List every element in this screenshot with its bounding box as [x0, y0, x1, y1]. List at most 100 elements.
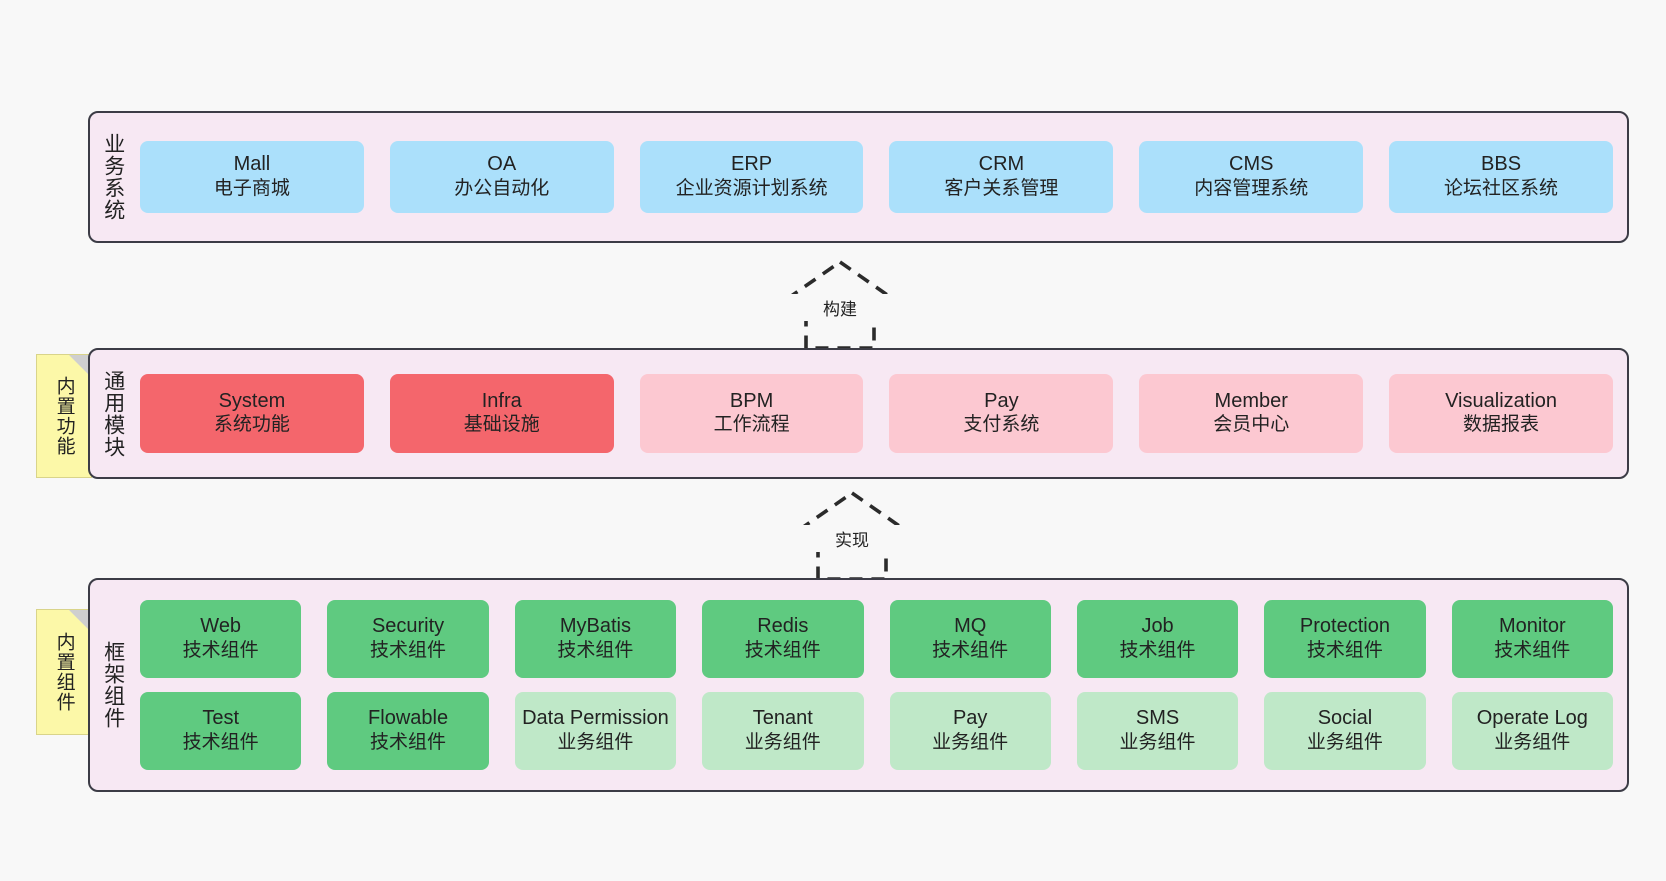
layer-body-framework: Web 技术组件 Security 技术组件 MyBatis 技术组件 Redi…: [136, 580, 1627, 790]
cell-subtitle: 业务组件: [1306, 731, 1383, 753]
cell-title: Member: [1214, 389, 1288, 412]
cell-social[interactable]: Social 业务组件: [1264, 692, 1426, 770]
cell-erp[interactable]: ERP 企业资源计划系统: [639, 141, 864, 213]
cell-subtitle: 技术组件: [1119, 639, 1196, 661]
arrow-label-build: 构建: [755, 294, 925, 321]
cell-flowable[interactable]: Flowable 技术组件: [327, 692, 489, 770]
cell-subtitle: 业务组件: [744, 731, 821, 753]
cell-sms[interactable]: SMS 业务组件: [1076, 692, 1239, 770]
arrow-build: 构建: [755, 258, 925, 350]
cell-test[interactable]: Test 技术组件: [140, 692, 302, 770]
cell-title: Social: [1317, 707, 1373, 730]
cell-subtitle: 技术组件: [1494, 639, 1571, 661]
cell-oa[interactable]: OA 办公自动化: [389, 141, 614, 213]
cell-subtitle: 技术组件: [182, 639, 259, 661]
layer-common-modules: 通用模块 System 系统功能 Infra 基础设施 BPM 工作流程 Pay…: [88, 348, 1629, 479]
cell-title: Flowable: [368, 707, 449, 730]
cell-title: System: [218, 389, 286, 412]
cell-subtitle: 技术组件: [932, 639, 1009, 661]
cell-subtitle: 论坛社区系统: [1444, 177, 1559, 199]
cell-mall[interactable]: Mall 电子商城: [140, 141, 364, 213]
cell-title: Job: [1141, 615, 1174, 638]
cell-title: MQ: [954, 615, 987, 638]
cell-subtitle: 业务组件: [1119, 731, 1196, 753]
cell-redis[interactable]: Redis 技术组件: [702, 600, 864, 678]
cell-title: Operate Log: [1476, 707, 1588, 730]
cell-title: BPM: [729, 389, 774, 412]
cell-member[interactable]: Member 会员中心: [1139, 374, 1364, 453]
cell-crm[interactable]: CRM 客户关系管理: [889, 141, 1114, 213]
row: System 系统功能 Infra 基础设施 BPM 工作流程 Pay 支付系统…: [140, 374, 1613, 453]
cell-subtitle: 技术组件: [557, 639, 634, 661]
cell-subtitle: 数据报表: [1463, 414, 1540, 436]
cell-subtitle: 会员中心: [1213, 414, 1290, 436]
cell-pay-module[interactable]: Pay 支付系统: [889, 374, 1114, 453]
cell-pay-component[interactable]: Pay 业务组件: [889, 692, 1051, 770]
cell-title: CMS: [1229, 153, 1274, 176]
cell-title: Pay: [952, 707, 988, 730]
page-fold-icon: [69, 610, 91, 632]
cell-protection[interactable]: Protection 技术组件: [1264, 600, 1426, 678]
layer-title-modules: 通用模块: [101, 369, 125, 458]
cell-infra[interactable]: Infra 基础设施: [389, 374, 614, 453]
note-builtin-components: 内置组件: [36, 609, 92, 735]
cell-subtitle: 基础设施: [463, 414, 540, 436]
cell-mybatis[interactable]: MyBatis 技术组件: [514, 600, 677, 678]
cell-title: Visualization: [1445, 389, 1558, 412]
cell-data-permission[interactable]: Data Permission 业务组件: [514, 692, 677, 770]
cell-title: BBS: [1481, 153, 1522, 176]
cell-subtitle: 内容管理系统: [1194, 177, 1309, 199]
layer-body-modules: System 系统功能 Infra 基础设施 BPM 工作流程 Pay 支付系统…: [136, 350, 1627, 477]
cell-monitor[interactable]: Monitor 技术组件: [1451, 600, 1613, 678]
cell-title: OA: [487, 153, 517, 176]
cell-operate-log[interactable]: Operate Log 业务组件: [1451, 692, 1613, 770]
cell-web[interactable]: Web 技术组件: [140, 600, 302, 678]
cell-subtitle: 业务组件: [932, 731, 1009, 753]
cell-title: Web: [200, 615, 242, 638]
arrow-implement: 实现: [767, 489, 937, 581]
cell-subtitle: 工作流程: [713, 414, 790, 436]
cell-system[interactable]: System 系统功能: [140, 374, 364, 453]
note-label: 内置功能: [53, 376, 75, 456]
cell-title: Infra: [481, 389, 522, 412]
layer-body-business: Mall 电子商城 OA 办公自动化 ERP 企业资源计划系统 CRM 客户关系…: [136, 113, 1627, 241]
row: Test 技术组件 Flowable 技术组件 Data Permission …: [140, 692, 1613, 770]
arrow-label-implement: 实现: [767, 525, 937, 552]
cell-bpm[interactable]: BPM 工作流程: [639, 374, 864, 453]
cell-subtitle: 系统功能: [213, 414, 290, 436]
layer-business-systems: 业务系统 Mall 电子商城 OA 办公自动化 ERP 企业资源计划系统 CRM…: [88, 111, 1629, 243]
cell-subtitle: 企业资源计划系统: [675, 177, 828, 199]
cell-cms[interactable]: CMS 内容管理系统: [1139, 141, 1364, 213]
cell-title: Data Permission: [522, 707, 669, 730]
cell-title: SMS: [1135, 707, 1180, 730]
cell-title: Test: [202, 707, 240, 730]
cell-tenant[interactable]: Tenant 业务组件: [702, 692, 864, 770]
cell-subtitle: 业务组件: [1494, 731, 1571, 753]
cell-subtitle: 业务组件: [557, 731, 634, 753]
page-fold-icon: [69, 355, 91, 377]
layer-framework-components: 框架组件 Web 技术组件 Security 技术组件 MyBatis 技术组件…: [88, 578, 1629, 792]
layer-title-framework: 框架组件: [101, 641, 125, 729]
cell-title: Mall: [233, 153, 271, 176]
cell-subtitle: 技术组件: [182, 731, 259, 753]
cell-title: Security: [371, 615, 445, 638]
cell-title: MyBatis: [559, 615, 631, 638]
cell-title: Redis: [757, 615, 809, 638]
cell-bbs[interactable]: BBS 论坛社区系统: [1389, 141, 1613, 213]
cell-mq[interactable]: MQ 技术组件: [889, 600, 1051, 678]
cell-subtitle: 技术组件: [370, 639, 447, 661]
cell-subtitle: 技术组件: [744, 639, 821, 661]
cell-title: Pay: [984, 389, 1019, 412]
cell-job[interactable]: Job 技术组件: [1076, 600, 1239, 678]
note-label: 内置组件: [53, 632, 75, 712]
cell-title: Monitor: [1498, 615, 1566, 638]
cell-subtitle: 技术组件: [1306, 639, 1383, 661]
row: Mall 电子商城 OA 办公自动化 ERP 企业资源计划系统 CRM 客户关系…: [140, 141, 1613, 213]
cell-security[interactable]: Security 技术组件: [327, 600, 489, 678]
layer-title-business: 业务系统: [101, 133, 125, 221]
cell-visualization[interactable]: Visualization 数据报表: [1389, 374, 1613, 453]
cell-subtitle: 支付系统: [963, 414, 1040, 436]
cell-subtitle: 客户关系管理: [944, 177, 1059, 199]
cell-title: Tenant: [752, 707, 813, 730]
